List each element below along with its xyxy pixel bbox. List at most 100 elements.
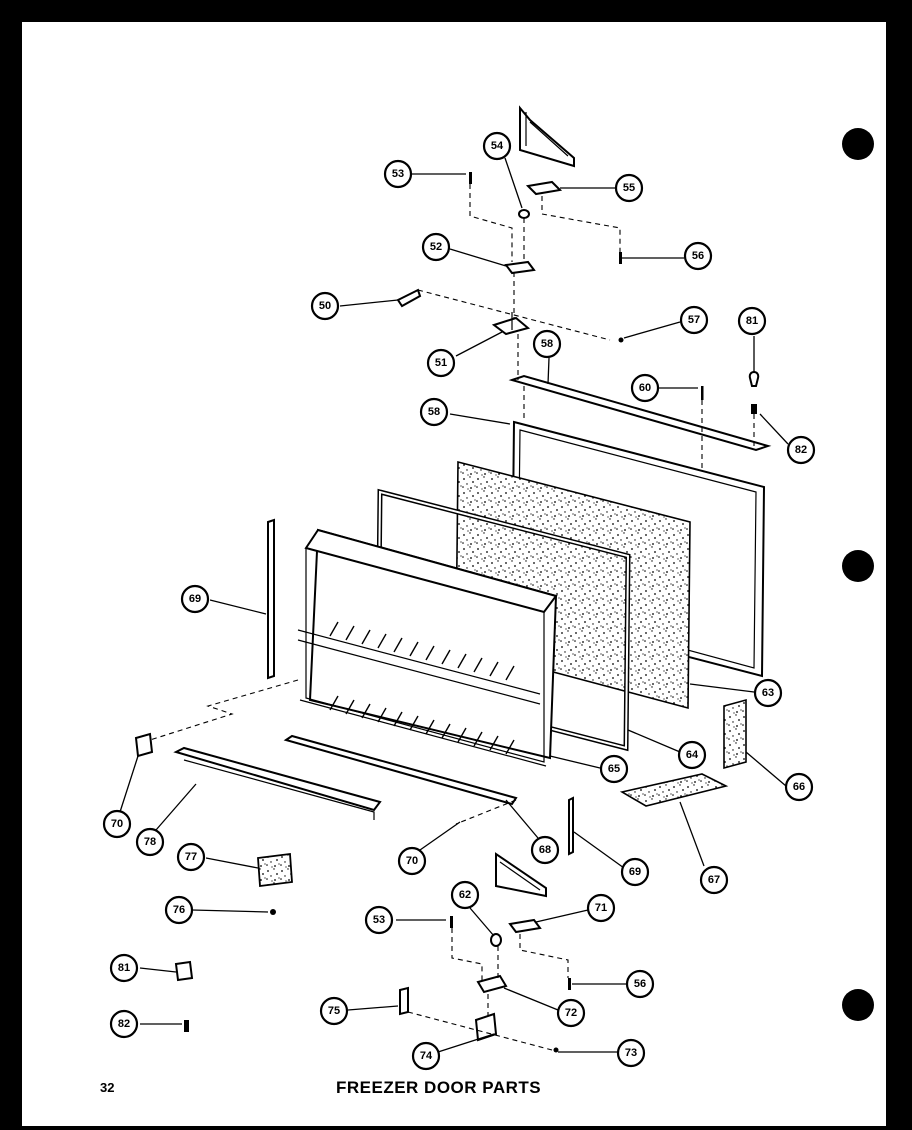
svg-text:75: 75 (328, 1005, 340, 1017)
callout-53-bottom: 53 (364, 905, 394, 935)
callout-69-left: 69 (180, 584, 210, 614)
svg-text:58: 58 (428, 406, 440, 418)
leader-lines (119, 157, 789, 1053)
svg-text:55: 55 (623, 182, 635, 194)
svg-text:68: 68 (539, 844, 551, 856)
callout-75: 75 (319, 996, 349, 1026)
svg-text:81: 81 (118, 962, 130, 974)
callout-72: 72 (556, 998, 586, 1028)
svg-text:66: 66 (793, 781, 805, 793)
callout-58-panel: 58 (419, 397, 449, 427)
svg-text:63: 63 (762, 687, 774, 699)
screw-60 (701, 386, 704, 400)
svg-text:51: 51 (435, 357, 447, 369)
svg-text:81: 81 (746, 315, 758, 327)
screw-76 (270, 909, 276, 915)
svg-text:56: 56 (692, 250, 704, 262)
bottom-strip (283, 734, 518, 806)
callout-62: 62 (450, 880, 480, 910)
svg-text:69: 69 (629, 866, 641, 878)
callout-68: 68 (530, 835, 560, 865)
svg-text:60: 60 (639, 382, 651, 394)
callouts: 53 54 55 52 56 50 57 81 51 58 60 58 82 6… (102, 131, 816, 1071)
svg-text:71: 71 (595, 902, 607, 914)
svg-text:57: 57 (688, 314, 700, 326)
callout-69-right: 69 (620, 857, 650, 887)
svg-text:82: 82 (795, 444, 807, 456)
callout-67: 67 (699, 865, 729, 895)
binder-hole-middle (842, 550, 874, 582)
callout-63: 63 (753, 678, 783, 708)
door-liner (297, 528, 558, 767)
parts-layer (134, 105, 772, 1053)
top-hinge-plate (525, 180, 563, 196)
callout-56-top: 56 (683, 241, 713, 271)
top-cabinet-corner (519, 105, 575, 168)
callout-78: 78 (135, 827, 165, 857)
bracket-left (134, 732, 154, 758)
callout-70-left: 70 (102, 809, 132, 839)
callout-60-top: 60 (630, 373, 660, 403)
callout-66: 66 (784, 772, 814, 802)
hinge-shim (399, 986, 409, 1016)
callout-81-top: 81 (737, 306, 767, 336)
screw-56 (619, 252, 622, 264)
hinge-spacer (504, 260, 536, 275)
callout-70-center: 70 (397, 846, 427, 876)
hinge-plate-bottom (508, 918, 542, 934)
callout-73: 73 (616, 1038, 646, 1068)
svg-text:56: 56 (634, 978, 646, 990)
callout-58-trim: 58 (532, 329, 562, 359)
screw-top (469, 172, 472, 184)
screw-56-bottom (568, 978, 571, 990)
callout-74: 74 (411, 1041, 441, 1071)
callout-82-bottom: 82 (109, 1009, 139, 1039)
svg-text:73: 73 (625, 1047, 637, 1059)
cap-81-bottom (174, 960, 194, 982)
svg-text:72: 72 (565, 1007, 577, 1019)
svg-text:53: 53 (392, 168, 404, 180)
top-hinge (491, 316, 531, 336)
callout-82-top: 82 (786, 435, 816, 465)
screw-57 (618, 337, 624, 343)
binder-holes (842, 128, 874, 1021)
plug-82-bottom (184, 1020, 189, 1032)
svg-text:65: 65 (608, 763, 620, 775)
svg-text:52: 52 (430, 241, 442, 253)
svg-text:67: 67 (708, 874, 720, 886)
bottom-hinge (476, 974, 508, 994)
svg-text:58: 58 (541, 338, 553, 350)
svg-text:50: 50 (319, 300, 331, 312)
callout-52: 52 (421, 232, 451, 262)
screw-53-bottom (450, 916, 453, 928)
callout-55: 55 (614, 173, 644, 203)
binder-hole-bottom (842, 989, 874, 1021)
svg-text:64: 64 (686, 749, 699, 761)
bottom-trim (173, 746, 382, 812)
binder-hole-top (842, 128, 874, 160)
callout-71: 71 (586, 893, 616, 923)
cap-81 (748, 371, 760, 387)
callout-57: 57 (679, 305, 709, 335)
svg-text:70: 70 (111, 818, 123, 830)
plug-82 (751, 404, 757, 414)
svg-text:76: 76 (173, 904, 185, 916)
svg-text:54: 54 (491, 140, 504, 152)
side-strip-right (568, 796, 574, 856)
callout-56-bottom: 56 (625, 969, 655, 999)
svg-text:69: 69 (189, 593, 201, 605)
screw-73 (553, 1047, 559, 1053)
svg-text:82: 82 (118, 1018, 130, 1030)
callout-54: 54 (482, 131, 512, 161)
small-insulation-block (723, 698, 747, 770)
assembly-lines (149, 184, 755, 1051)
callout-51: 51 (426, 348, 456, 378)
top-trim-strip (508, 374, 772, 452)
side-strip-left (267, 518, 275, 680)
bottom-cabinet-corner (495, 852, 547, 898)
svg-text:70: 70 (406, 855, 418, 867)
callout-65: 65 (599, 754, 629, 784)
svg-text:53: 53 (373, 914, 385, 926)
svg-text:78: 78 (144, 836, 156, 848)
svg-text:62: 62 (459, 889, 471, 901)
